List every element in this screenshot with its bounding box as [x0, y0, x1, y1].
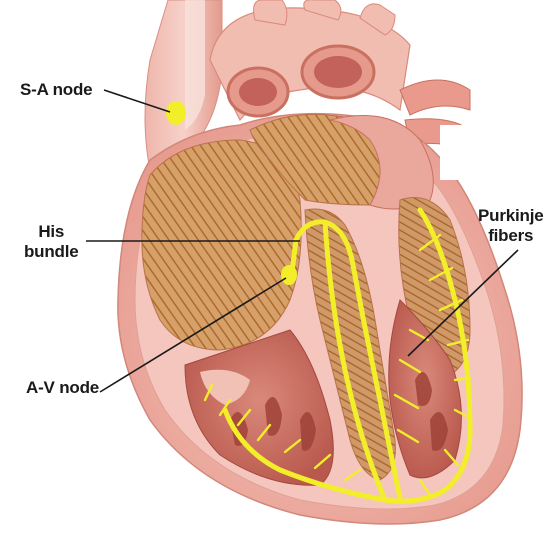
- av-node-label-text: A-V node: [26, 378, 99, 397]
- blank-patch: [8, 452, 130, 526]
- sa-node-label: S-A node: [20, 80, 92, 100]
- pulmonary-vein: [400, 80, 470, 115]
- sa-node: [166, 101, 186, 125]
- his-bundle-label: His bundle: [24, 222, 79, 262]
- av-node: [281, 265, 297, 285]
- his-label-line1: His: [24, 222, 79, 242]
- sa-node-label-text: S-A node: [20, 80, 92, 99]
- av-node-label: A-V node: [26, 378, 99, 398]
- purkinje-label-line2: fibers: [478, 226, 543, 246]
- his-label-line2: bundle: [24, 242, 79, 262]
- purkinje-label-line1: Purkinje: [478, 206, 543, 226]
- right-atrium: [142, 140, 301, 350]
- blank-patch: [440, 125, 550, 180]
- purkinje-label: Purkinje fibers: [478, 206, 543, 246]
